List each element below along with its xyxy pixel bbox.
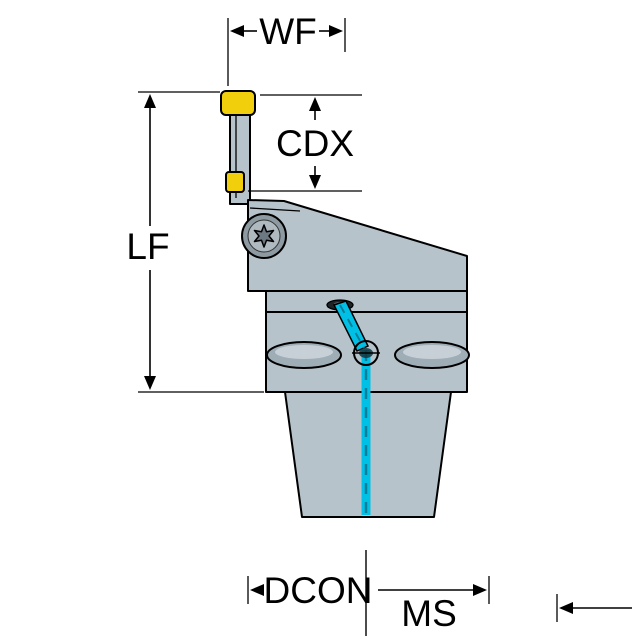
insert-top: [220, 90, 256, 116]
lf-label: LF: [126, 226, 169, 267]
ms-reference-arrow: [556, 594, 632, 622]
dcon-label: DCON: [264, 570, 373, 611]
coolant-diagonal-dash: [339, 304, 365, 349]
torx-star-icon: [253, 224, 275, 248]
inserts: [220, 90, 256, 193]
cdx-arrow-up: [309, 97, 321, 111]
dimension-cdx: CDX: [248, 94, 362, 192]
coolant-channels: [332, 300, 371, 515]
head: [247, 199, 468, 292]
dimension-wf: WF: [227, 11, 346, 86]
ms-arrow-left: [559, 602, 573, 614]
coolant-port: [352, 340, 380, 366]
ms-label: MS: [401, 593, 457, 634]
cdx-label: CDX: [276, 123, 354, 164]
cdx-arrow-down: [309, 175, 321, 189]
blade-seat-line: [249, 207, 301, 212]
dimension-lf: LF: [126, 91, 264, 393]
wrench-recesses: [266, 341, 470, 369]
wf-label: WF: [259, 11, 317, 52]
dcon-arrow-left: [250, 584, 264, 596]
dimension-dcon: DCON MS: [247, 570, 490, 634]
lf-arrow-up: [144, 94, 156, 108]
torx-screw: [241, 213, 287, 259]
wf-arrow-left: [230, 25, 244, 37]
insert-lower: [225, 171, 245, 193]
recess-right-highlight: [403, 345, 461, 359]
lf-arrow-down: [144, 376, 156, 390]
recess-left-highlight: [275, 345, 333, 359]
collar: [265, 290, 468, 313]
wf-arrow-right: [329, 25, 343, 37]
dcon-arrow-right: [473, 584, 487, 596]
